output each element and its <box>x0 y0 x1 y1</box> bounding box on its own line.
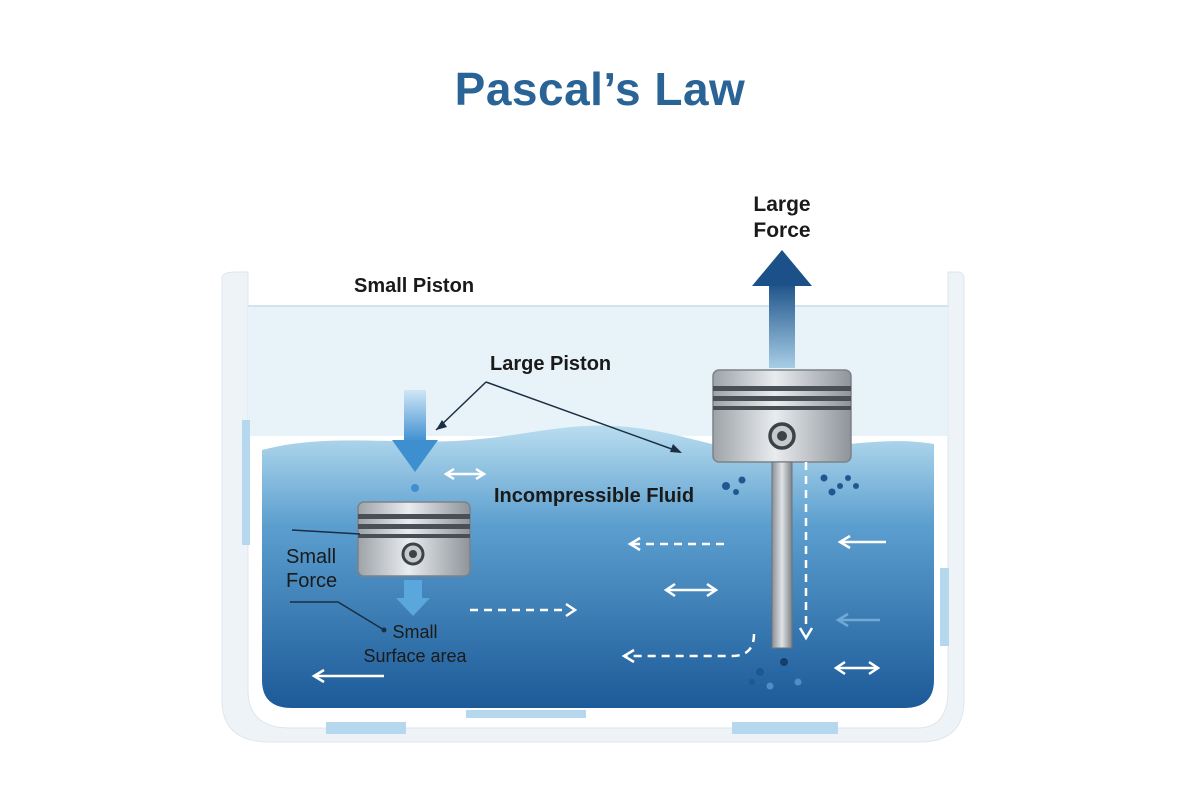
small-piston-label: Small Piston <box>354 275 475 297</box>
small-piston <box>357 501 471 616</box>
large-force-arrow <box>752 250 812 368</box>
large-piston <box>712 369 852 649</box>
small-force-label: Small Force <box>286 546 338 592</box>
pressure-arrows <box>311 462 886 684</box>
large-piston-label: Large Piston <box>490 353 612 375</box>
small-force-arrow <box>392 390 438 492</box>
fluid-body <box>262 425 934 708</box>
page-title: Pascal’s Law <box>454 63 746 115</box>
decorative-bars <box>242 420 949 734</box>
fluid-label: Incompressible Fluid <box>494 485 695 507</box>
small-area-label: Small Surface area <box>363 622 467 666</box>
leader-lines <box>290 381 681 631</box>
large-force-label: Large Force <box>753 193 811 242</box>
bubbles <box>722 474 859 690</box>
